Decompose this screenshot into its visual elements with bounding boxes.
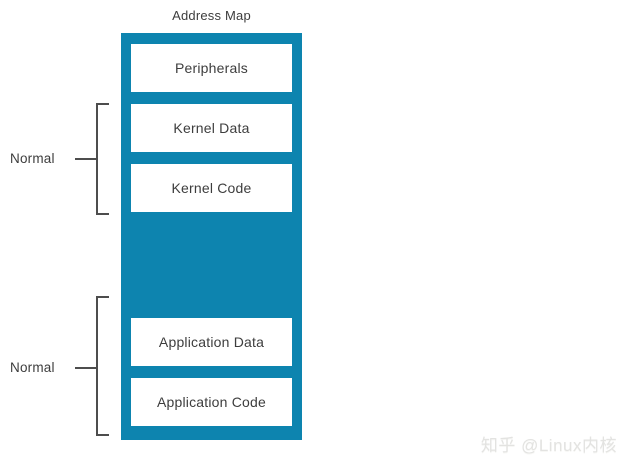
normal-label-upper: Normal [10,151,55,166]
memory-block-kernel-data: Kernel Data [131,104,292,152]
memory-block-application-data: Application Data [131,318,292,366]
connector-line-upper [75,158,96,160]
bracket-lower [96,296,109,436]
memory-block-peripherals: Peripherals [131,44,292,92]
memory-block-application-code: Application Code [131,378,292,426]
watermark-text: 知乎 @Linux内核 [480,436,617,455]
bracket-upper [96,103,109,215]
diagram-title: Address Map [172,8,251,23]
connector-line-lower [75,367,96,369]
memory-block-kernel-code: Kernel Code [131,164,292,212]
memory-column: Peripherals Kernel Data Kernel Code Appl… [121,33,302,440]
normal-label-lower: Normal [10,360,55,375]
